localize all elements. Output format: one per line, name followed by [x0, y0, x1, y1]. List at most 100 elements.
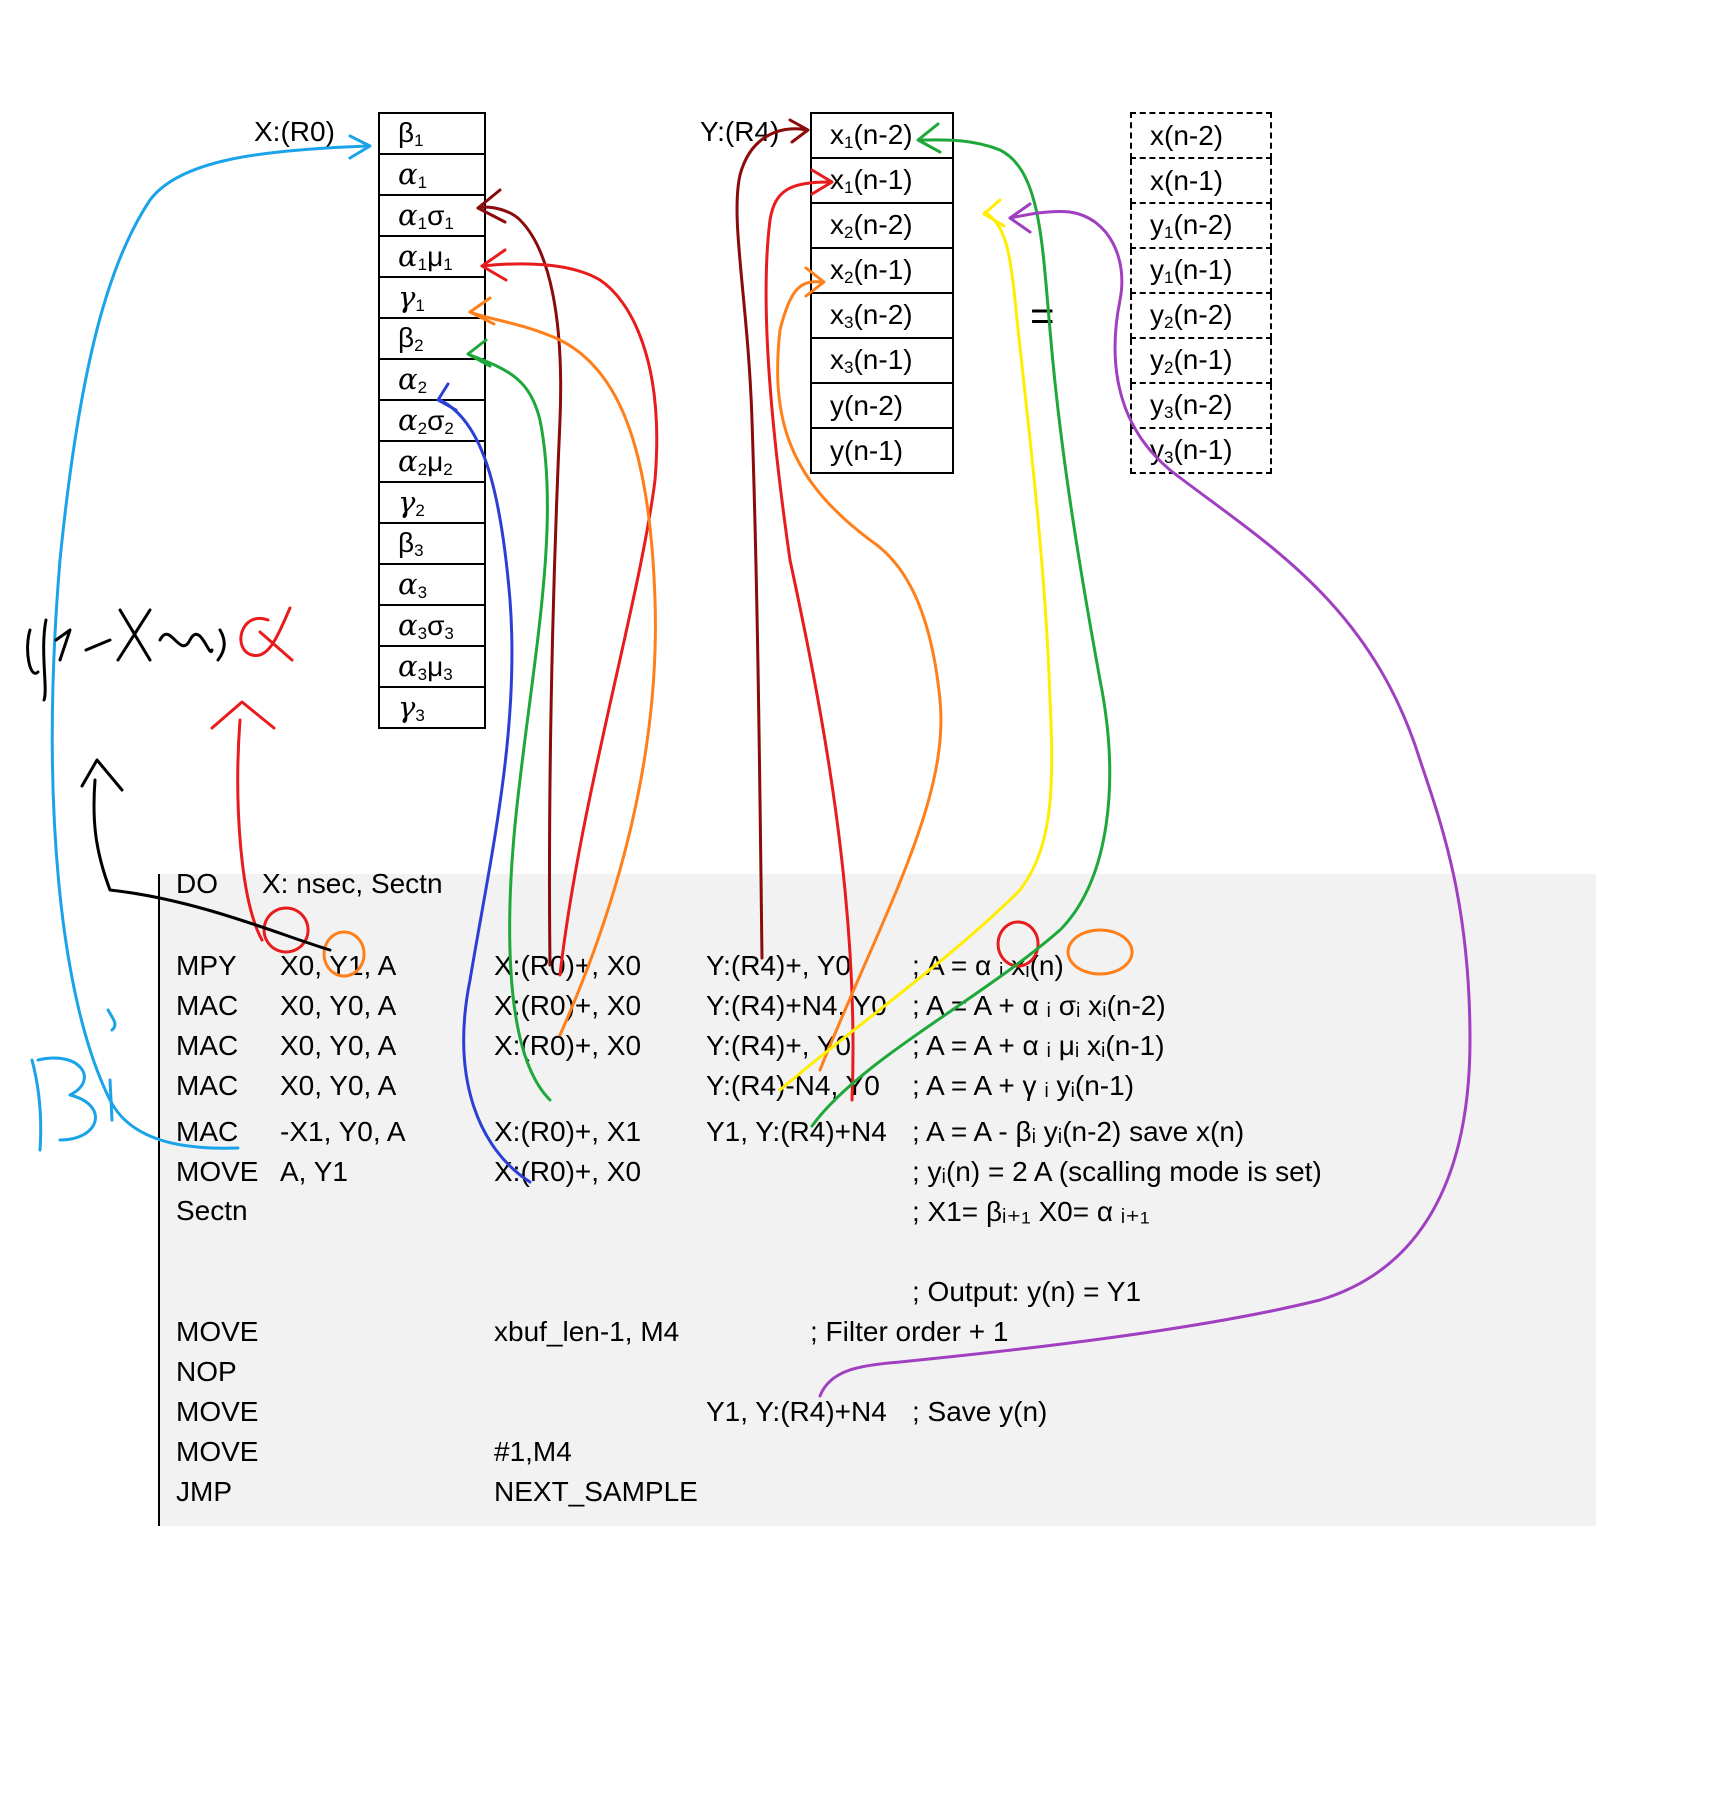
do-opcode: DO: [176, 868, 218, 899]
purple-arrowhead: [1008, 202, 1032, 234]
coef-symbol: γ: [398, 484, 416, 519]
code-op: MOVE: [176, 1156, 259, 1187]
y-memory-row: x3(n-2): [810, 292, 954, 339]
state-var: y: [1150, 433, 1164, 465]
state-index: 2: [844, 267, 854, 287]
x-memory-row: γ2: [378, 481, 486, 524]
code-ymove: Y:(R4)+N4, Y0: [706, 990, 887, 1021]
coef-symbol: α: [398, 648, 418, 683]
y-memory-cell: x3(n-2): [810, 292, 954, 339]
x-memory-cell: α1: [378, 153, 486, 196]
code-op: MPY: [176, 950, 237, 981]
red-x-circle: [262, 906, 310, 954]
state-delay: (n-2): [1173, 388, 1233, 420]
sectn-label: Sectn: [176, 1195, 248, 1226]
state-var: x: [1150, 164, 1164, 196]
y-memory-row: x1(n-2): [810, 112, 954, 159]
coef-index: 3: [417, 623, 428, 643]
state-delay: (n-1): [1173, 253, 1233, 285]
coef-index-2: 3: [444, 623, 454, 643]
coef-symbol: α: [398, 156, 418, 191]
code-cmt: ; A = A - βᵢ yᵢ(n-2) save x(n): [912, 1116, 1245, 1147]
state-delay: (n-1): [853, 343, 913, 375]
state-index: 3: [844, 357, 854, 377]
x-memory-row: α1μ1: [378, 235, 486, 278]
y-memory-cell: x3(n-1): [810, 337, 954, 384]
green-arrowhead-1: [466, 338, 492, 368]
y-memory-cell: x1(n-2): [810, 112, 954, 159]
cyan-beta-scribble: [30, 1008, 117, 1152]
state-delay: (n-2): [1173, 208, 1233, 240]
green-arrowhead-2: [916, 122, 942, 154]
state-var: y: [1150, 253, 1164, 285]
red-arrow-1: [480, 262, 659, 977]
code-op: MAC: [176, 1116, 239, 1147]
coef-symbol-2: μ: [427, 240, 444, 272]
coef-symbol: α: [398, 443, 418, 478]
x-memory-cell: γ3: [378, 686, 486, 729]
y-pointer-label: Y:(R4): [700, 116, 780, 147]
x-memory-cell: α2σ2: [378, 399, 486, 442]
yellow-arrow: [778, 210, 1054, 1092]
code-cmt: ; Save y(n): [912, 1396, 1048, 1427]
coef-index-2: 3: [443, 664, 453, 684]
code-op: MOVE: [176, 1396, 259, 1427]
code-mid: #1,M4: [494, 1436, 572, 1467]
x-memory-cell: α3: [378, 563, 486, 606]
coef-index: 1: [417, 172, 428, 192]
state-delay: (n-2): [853, 298, 913, 330]
state-index: 2: [844, 222, 854, 242]
equivalent-memory-cell: y3(n-1): [1130, 427, 1272, 474]
darkred-arrow-2: [735, 127, 808, 960]
coef-symbol: α: [398, 566, 418, 601]
y-memory-cell: x2(n-1): [810, 247, 954, 294]
state-delay: (n-2): [853, 118, 913, 150]
coef-index-2: 2: [444, 418, 454, 438]
code-cmt: ; Filter order + 1: [810, 1316, 1009, 1347]
coef-index: 1: [417, 213, 428, 233]
equivalent-memory-row: x(n-2): [1130, 112, 1272, 159]
orange-arrow-1: [468, 310, 657, 1037]
y-memory-row: x1(n-1): [810, 157, 954, 204]
orange-arrowhead-1: [468, 296, 496, 326]
equivalent-memory-cell: y1(n-2): [1130, 202, 1272, 249]
state-var: y: [1150, 298, 1164, 330]
coef-symbol: β: [398, 321, 415, 353]
state-index: 1: [1164, 267, 1174, 287]
coef-index-2: 2: [443, 459, 453, 479]
state-delay: (n-2): [844, 389, 904, 421]
y-memory-cell: y(n-1): [810, 427, 954, 474]
red-y-arrowhead: [210, 700, 276, 730]
code-mid: xbuf_len-1, M4: [494, 1316, 680, 1347]
coef-symbol: β: [398, 526, 415, 558]
x-memory-cell: γ1: [378, 276, 486, 319]
x-memory-row: β1: [378, 112, 486, 155]
green-arrow-2: [810, 138, 1112, 1128]
state-var: x: [830, 253, 844, 285]
x-pointer-label: X:(R0): [254, 116, 335, 147]
state-var: x: [1150, 119, 1164, 151]
equivalent-memory-cell: x(n-2): [1130, 112, 1272, 159]
x-memory-cell: β3: [378, 522, 486, 565]
state-var: x: [830, 298, 844, 330]
orange-arrow-2: [776, 280, 943, 1072]
y-memory-cell: y(n-2): [810, 382, 954, 429]
equivalent-memory-row: y1(n-1): [1130, 247, 1272, 294]
coef-index: 1: [417, 254, 428, 274]
state-delay: (n-1): [1164, 164, 1224, 196]
red-alpha-circle: [996, 920, 1040, 968]
state-var: y: [1150, 208, 1164, 240]
state-var: x: [830, 118, 844, 150]
code-ymove: Y:(R4)+, Y0: [706, 950, 852, 981]
state-index: 2: [1164, 312, 1174, 332]
code-cmt: ; A = A + α ᵢ μᵢ xᵢ(n-1): [912, 1030, 1165, 1061]
equivalent-memory-row: y3(n-1): [1130, 427, 1272, 474]
equivalent-memory-row: y2(n-2): [1130, 292, 1272, 339]
x-memory-cell: γ2: [378, 481, 486, 524]
state-delay: (n-1): [1173, 343, 1233, 375]
code-xmove: X:(R0)+, X0: [494, 950, 642, 981]
state-index: 1: [1164, 222, 1174, 242]
state-delay: (n-1): [1173, 433, 1233, 465]
state-delay: (n-1): [853, 163, 913, 195]
